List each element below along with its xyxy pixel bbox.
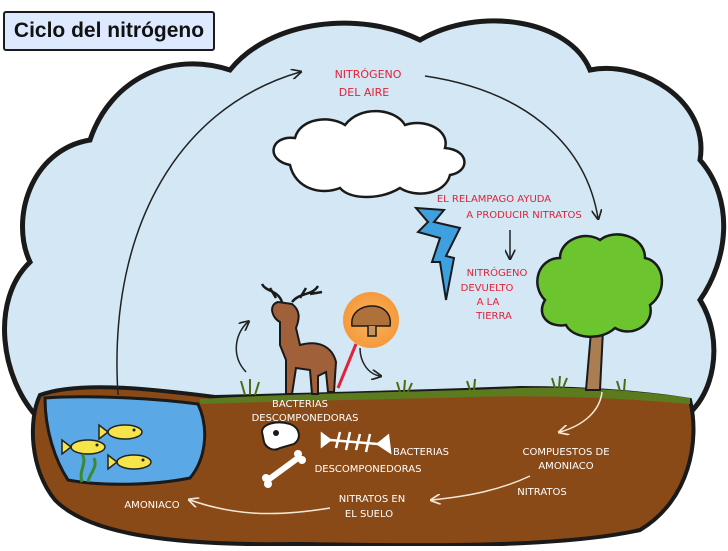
mushroom-pointer	[336, 343, 358, 389]
label-lightning-2: A PRODUCIR NITRATOS	[466, 210, 581, 221]
label-air-nitrogen-2: DEL AIRE	[339, 86, 389, 99]
label-ammonia-compounds-2: AMONIACO	[538, 461, 593, 472]
arrow-air-to-tree	[424, 75, 598, 218]
tree-icon	[536, 233, 664, 391]
fish-icon	[107, 453, 152, 471]
label-returned-1: NITRÓGENO	[467, 266, 528, 279]
label-decomposers-2a: BACTERIAS	[393, 447, 449, 458]
grass-strip	[200, 387, 690, 404]
label-ammonia: AMONIACO	[124, 500, 179, 511]
sky-bubble	[2, 18, 727, 423]
arrow-compounds-to-soil-nitrates	[432, 475, 531, 500]
mushroom-icon	[343, 292, 399, 348]
water-plant	[79, 453, 97, 483]
label-air-nitrogen-1: NITRÓGENO	[335, 68, 402, 81]
label-soil-nitrates-1: NITRATOS EN	[339, 494, 405, 505]
label-ammonia-compounds-1: COMPUESTOS DE	[522, 447, 609, 458]
label-decomposers-2b: DESCOMPONEDORAS	[315, 464, 422, 475]
fish-icon	[61, 438, 106, 456]
grass-tufts	[240, 375, 626, 396]
arrow-mushroom-loop	[359, 347, 380, 376]
bone-icon	[262, 450, 306, 488]
label-lightning-1: EL RELAMPAGO AYUDA	[437, 194, 551, 205]
label-nitrates: NITRATOS	[517, 487, 566, 498]
arrow-deer-loop	[235, 322, 248, 373]
label-returned-3: A LA	[477, 297, 500, 308]
fish-skeleton-icon	[320, 431, 392, 455]
label-returned-2: DEVUELTO	[461, 283, 514, 294]
skull-icon	[260, 421, 300, 451]
arrow-soil-to-ammonia	[190, 500, 331, 515]
page-title: Ciclo del nitrógeno	[3, 11, 215, 51]
arrow-water-to-air	[116, 72, 300, 396]
cloud-icon	[272, 109, 466, 199]
water-pond	[43, 395, 207, 486]
lightning-icon	[413, 206, 462, 301]
label-decomposers-1a: BACTERIAS	[272, 399, 328, 410]
arrow-tree-to-compounds	[560, 391, 603, 432]
label-returned-4: TIERRA	[475, 311, 512, 322]
fish-icon	[98, 423, 143, 441]
label-soil-nitrates-2: EL SUELO	[345, 509, 393, 520]
label-decomposers-1b: DESCOMPONEDORAS	[252, 413, 359, 424]
deer-icon	[260, 283, 338, 395]
